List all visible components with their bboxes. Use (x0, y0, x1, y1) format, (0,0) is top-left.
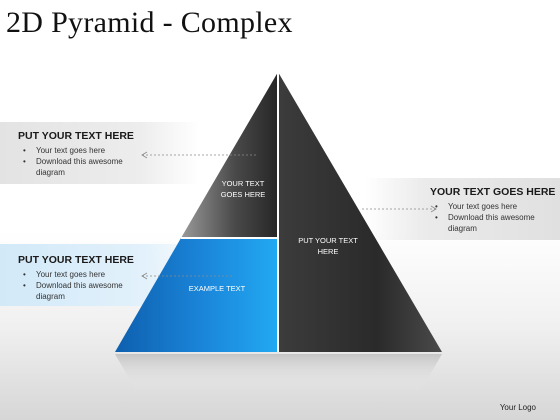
pyramid-reflection (115, 354, 442, 392)
callout-left-top: PUT YOUR TEXT HERE Your text goes here D… (18, 130, 188, 178)
callout-bullet: Your text goes here (18, 269, 188, 280)
callout-bullet-list: Your text goes here Download this awesom… (18, 269, 188, 302)
callout-bullet: Download this awesome diagram (18, 280, 146, 302)
callout-bullet: Download this awesome diagram (430, 212, 556, 234)
pyramid-segment-top-left (181, 72, 278, 238)
callout-heading: YOUR TEXT GOES HERE (430, 186, 556, 198)
segment-label-top-left: YOUR TEXT GOES HERE (220, 179, 266, 199)
callout-bullet: Download this awesome diagram (18, 156, 146, 178)
callout-bullet: Your text goes here (18, 145, 188, 156)
pyramid-segment-right (278, 72, 442, 352)
callout-bullet-list: Your text goes here Download this awesom… (430, 201, 556, 234)
callout-left-bottom: PUT YOUR TEXT HERE Your text goes here D… (18, 254, 188, 302)
callout-bullet: Your text goes here (430, 201, 556, 212)
page-title: 2D Pyramid - Complex (6, 6, 293, 39)
callout-heading: PUT YOUR TEXT HERE (18, 254, 134, 266)
callout-heading: PUT YOUR TEXT HERE (18, 130, 134, 142)
callout-bullet-list: Your text goes here Download this awesom… (18, 145, 188, 178)
callout-right: YOUR TEXT GOES HERE Your text goes here … (430, 186, 556, 234)
pyramid-segment-bottom-left (115, 238, 278, 352)
segment-label-right: PUT YOUR TEXT HERE (298, 236, 358, 256)
footer-logo-text: Your Logo (499, 403, 536, 412)
segment-label-bottom-left: EXAMPLE TEXT (188, 284, 246, 293)
